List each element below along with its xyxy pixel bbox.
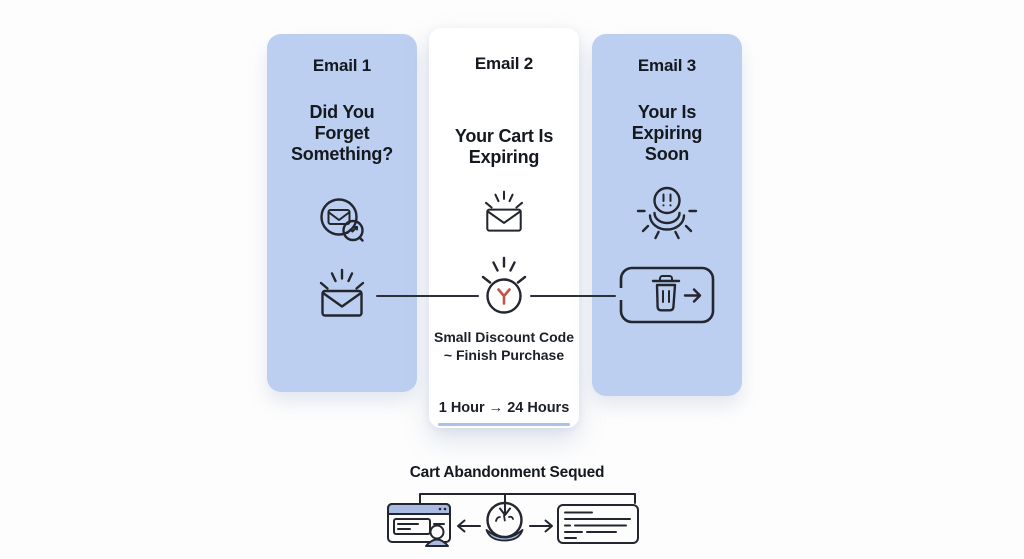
email-2-headline: Your Cart Is Expiring — [454, 126, 554, 168]
chat-sync-icon — [481, 499, 528, 549]
idea-bulb-icon — [474, 256, 534, 320]
email-3-card: Email 3 Your Is Expiring Soon — [592, 34, 742, 396]
timing-text: 1 Hour → 24 Hours — [438, 400, 570, 416]
email-2-label: Email 2 — [474, 54, 534, 73]
trash-forward-icon — [619, 266, 715, 324]
email-2-card: Email 2 Your Cart Is Expiring Small Disc… — [429, 28, 579, 428]
connector-line-right — [530, 295, 616, 298]
connector-line-left — [376, 295, 479, 298]
email-1-card: Email 1 Did You Forget Something? — [267, 34, 417, 392]
email-3-headline: Your Is Expiring Soon — [631, 102, 703, 165]
arrow-left-icon — [455, 519, 481, 533]
envelope-rays-icon — [314, 266, 370, 318]
footer-title: Cart Abandonment Sequed — [409, 464, 605, 481]
discount-note: Small Discount Code ~ Finish Purchase — [433, 329, 575, 364]
email-1-headline: Did You Forget Something? — [291, 102, 393, 165]
alarm-rays-icon — [635, 184, 699, 244]
email-3-label: Email 3 — [637, 56, 697, 75]
email-1-label: Email 1 — [312, 56, 372, 75]
email-analytics-icon — [316, 194, 368, 246]
document-lines-icon — [556, 503, 642, 545]
browser-user-icon — [386, 500, 456, 550]
arrow-right-icon — [529, 519, 555, 533]
envelope-rays-icon — [480, 188, 528, 233]
card-underline — [438, 423, 570, 426]
